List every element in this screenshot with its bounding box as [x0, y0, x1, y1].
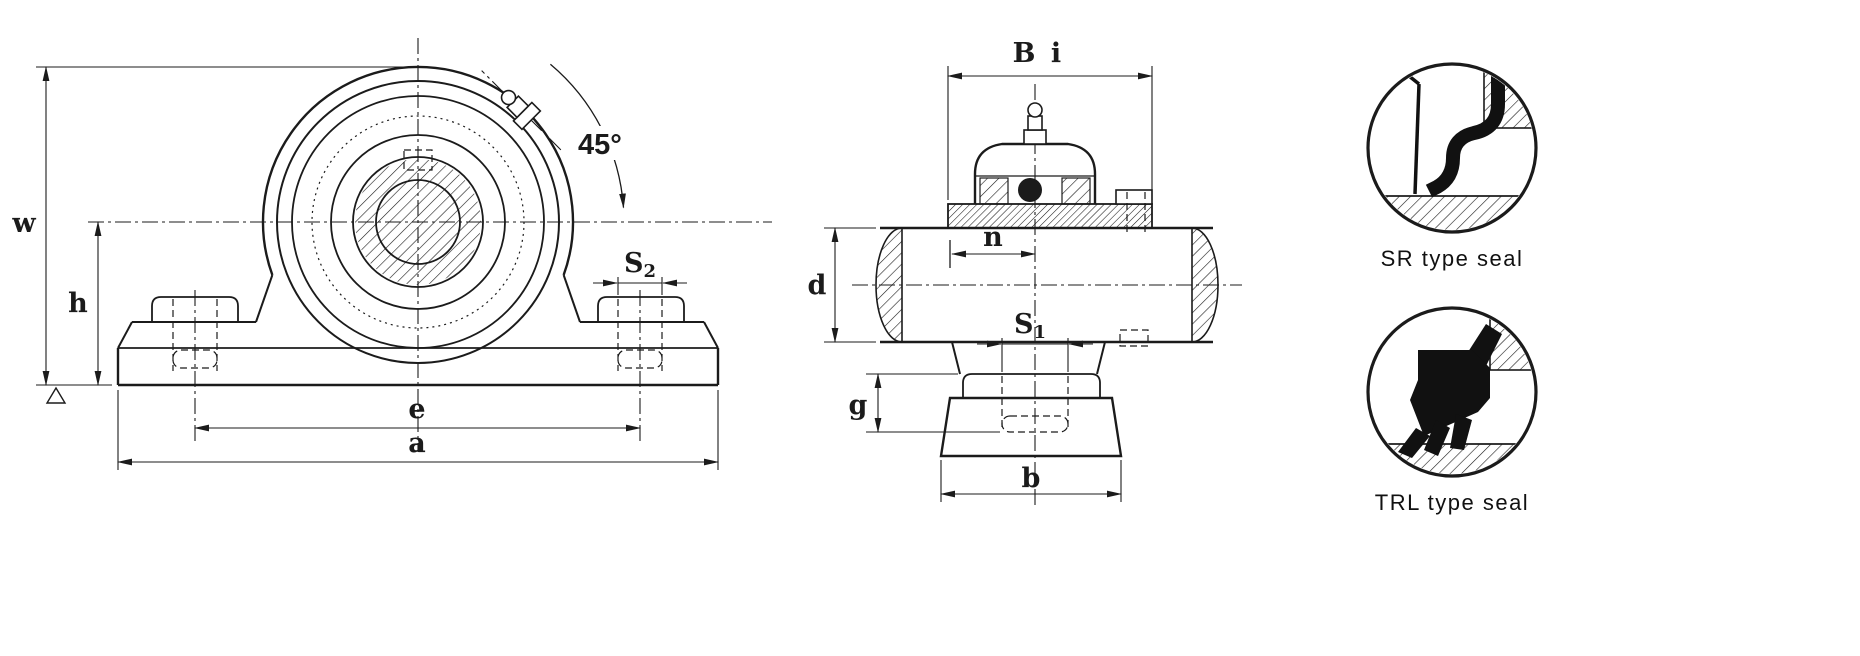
grease-fitting-front	[481, 70, 562, 151]
dim-label-angle: 45°	[578, 129, 622, 161]
dim-label-s2: S2	[624, 248, 656, 282]
shaft-break-right	[1191, 227, 1219, 343]
sr-detail-circle	[1366, 62, 1538, 234]
front-housing	[255, 65, 581, 364]
side-base	[939, 341, 1123, 458]
angle-label-backplate	[572, 126, 638, 160]
dim-label-a: a	[408, 428, 426, 459]
dim-label-e: e	[408, 394, 425, 425]
side-dimensions: B i d n S1 g	[808, 38, 1153, 502]
sr-seal-profile	[1425, 66, 1505, 198]
dim-label-d: d	[808, 270, 827, 301]
dim-label-h: h	[68, 288, 88, 319]
dim-label-b: b	[1022, 463, 1041, 494]
trl-seal-lip	[1398, 428, 1430, 458]
dim-label-w: w	[11, 208, 36, 239]
dim-label-n: n	[983, 222, 1003, 253]
setscrew-hidden	[1119, 329, 1149, 347]
setscrew-collar	[1115, 189, 1153, 205]
front-bore-hatch	[355, 159, 481, 285]
base-profile	[939, 396, 1123, 458]
slot-hidden-side	[1001, 415, 1069, 433]
trl-seal-lip	[1424, 420, 1450, 456]
front-base	[116, 296, 720, 387]
front-view: 45° w h S2 e a	[11, 38, 772, 470]
grease-fitting-side	[1023, 102, 1047, 145]
bolt-boss-right	[597, 296, 685, 322]
front-dimensions: 45° w h S2 e a	[11, 63, 719, 470]
side-view: B i d n S1 g	[808, 38, 1242, 508]
trl-detail-circle	[1366, 306, 1538, 478]
trl-seal-body	[1410, 350, 1490, 436]
trl-seal-lip	[1450, 414, 1472, 450]
shaft-break-left	[875, 227, 903, 343]
dim-label-B: B	[1013, 38, 1036, 69]
inner-ring-section	[947, 203, 1153, 229]
bearing-ball	[1018, 178, 1042, 202]
dim-label-i: i	[1051, 38, 1061, 69]
setscrew-hole-hidden	[403, 149, 433, 171]
slot-boss-side	[962, 373, 1101, 398]
sr-slinger	[1413, 83, 1421, 195]
datum-triangle	[45, 386, 67, 404]
dim-label-s1: S1	[1014, 309, 1046, 343]
seal-detail-trl: TRL type seal	[1366, 306, 1538, 515]
dim-label-g: g	[849, 390, 868, 421]
side-bearing-section	[947, 142, 1153, 347]
sr-seal-caption: SR type seal	[1381, 246, 1524, 271]
sr-shaft-hatch	[1370, 196, 1534, 230]
front-centerlines	[88, 38, 772, 452]
side-centerlines	[852, 84, 1242, 508]
trl-seal-caption: TRL type seal	[1375, 490, 1529, 515]
seal-detail-sr: SR type seal	[1366, 62, 1538, 271]
